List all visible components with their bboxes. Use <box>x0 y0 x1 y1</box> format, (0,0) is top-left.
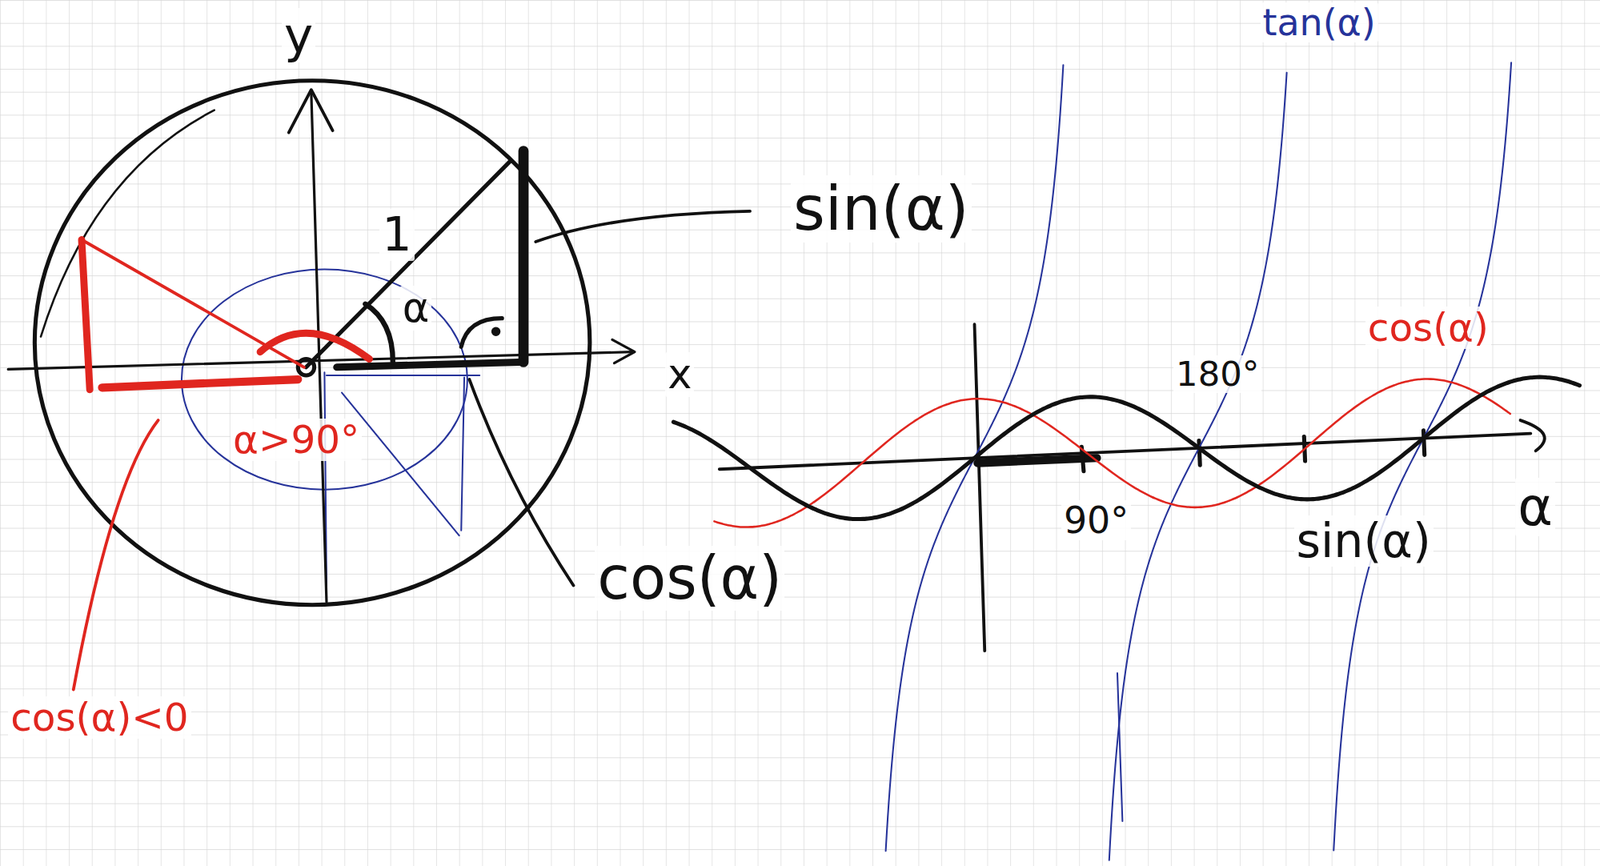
tick <box>1423 430 1424 456</box>
tangent-curve <box>1109 72 1288 861</box>
sine-curve <box>673 376 1580 519</box>
sign-note: cos(α)<0 <box>8 696 191 739</box>
right-angle-mark <box>461 318 502 348</box>
red-leader-line <box>73 420 159 690</box>
axis-label: y <box>281 8 316 62</box>
blue-line <box>461 377 465 531</box>
red-angle-arc <box>260 332 369 359</box>
leader-line <box>535 211 750 242</box>
unit-circle <box>34 80 590 606</box>
leader-line <box>469 379 574 586</box>
angle-note: α>90° <box>230 418 362 462</box>
axis-label: α <box>1515 477 1556 537</box>
blue-line <box>326 374 480 377</box>
axis-arrow <box>612 339 635 363</box>
axis-label: x <box>665 352 694 397</box>
angle-label: α <box>400 285 433 331</box>
tick-label: 180° <box>1173 355 1262 394</box>
origin <box>297 359 314 376</box>
thick-segment <box>977 457 1097 463</box>
blue-line <box>341 392 460 536</box>
red-cosine-segment <box>101 379 298 388</box>
circle-stroke <box>40 110 215 337</box>
radius-label: 1 <box>379 208 414 261</box>
axis-arrow <box>288 89 333 133</box>
sine-segment <box>518 151 530 363</box>
graph-y-axis <box>974 324 986 651</box>
curve-label: tan(α) <box>1260 2 1379 43</box>
right-angle-dot <box>491 327 500 336</box>
function-label: sin(α) <box>790 175 972 243</box>
red-sine-segment <box>81 239 90 389</box>
tick <box>1198 441 1200 466</box>
curve-label: cos(α) <box>1365 306 1492 349</box>
cosine-segment <box>336 361 521 367</box>
tick-label: 90° <box>1061 500 1131 541</box>
angle-arc <box>364 304 393 363</box>
function-label: cos(α) <box>594 545 785 611</box>
tangent-curve <box>1333 62 1512 851</box>
axis-arrow <box>1520 420 1545 451</box>
curve-label: sin(α) <box>1294 515 1434 567</box>
